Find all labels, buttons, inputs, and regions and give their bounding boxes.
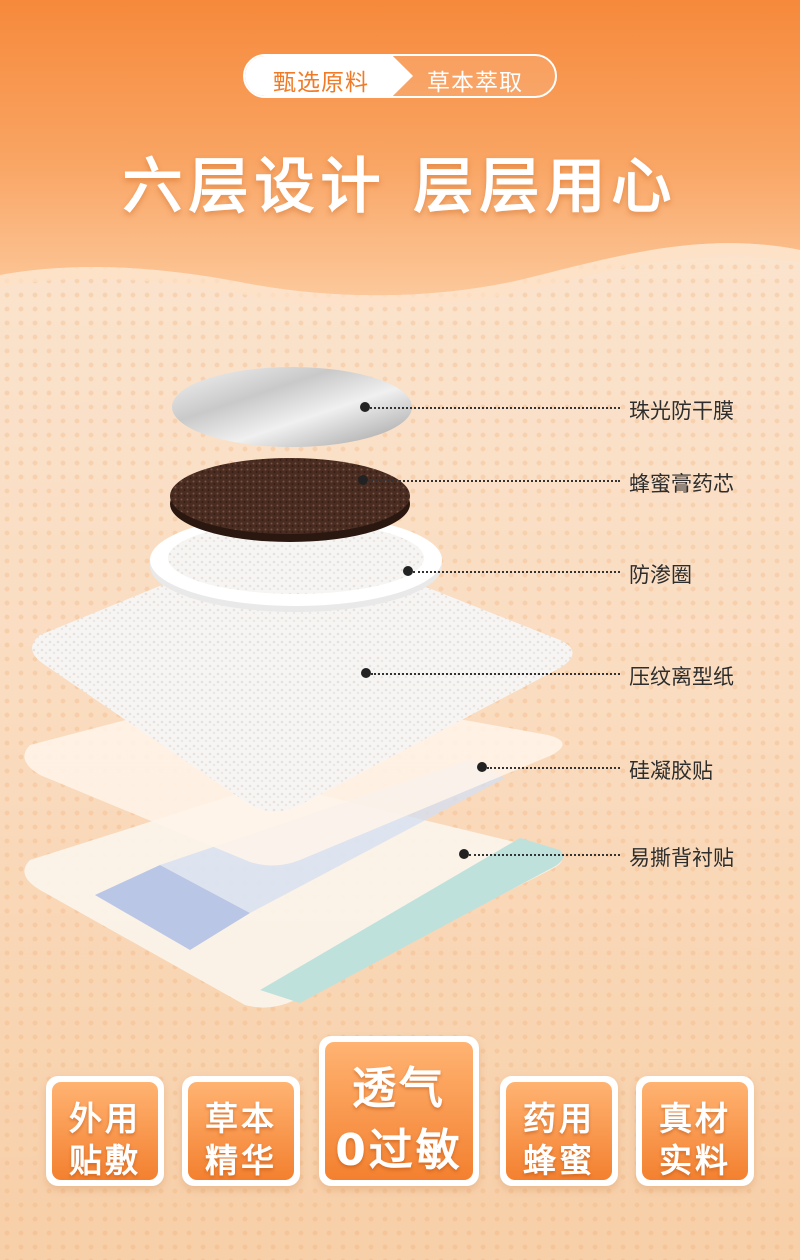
callout-dot [459, 849, 469, 859]
embossed-release-paper-layer [32, 539, 573, 812]
layer-label-silicone-gel: 硅凝胶贴 [629, 759, 713, 783]
layer-label-release-paper: 压纹离型纸 [629, 665, 734, 689]
pearl-film-layer [172, 367, 412, 447]
feature-badge: 草本 精华 [182, 1076, 300, 1186]
honey-plaster-core-layer [170, 458, 410, 542]
callout-line [487, 767, 620, 769]
pill-left-text: 甄选原料 [273, 70, 369, 96]
callout-dot [360, 402, 370, 412]
feature-line2: 蜂蜜 [523, 1141, 595, 1180]
pill-left-segment: 甄选原料 [245, 56, 413, 96]
feature-line1: 真材 [659, 1099, 731, 1138]
feature-line2: 精华 [205, 1141, 277, 1180]
callout-dot [477, 762, 487, 772]
callout-line [371, 673, 620, 675]
feature-line1: 草本 [205, 1099, 277, 1138]
layer-label-honey-core: 蜂蜜膏药芯 [629, 472, 734, 496]
feature-line1: 透气 [352, 1063, 446, 1114]
callout-dot [358, 475, 368, 485]
anti-seepage-ring-layer [150, 514, 442, 612]
feature-badge-highlight: 透气 0过敏 [319, 1036, 479, 1186]
feature-badge: 外用 贴敷 [46, 1076, 164, 1186]
callout-dot [403, 566, 413, 576]
page-title: 六层设计 层层用心 [122, 152, 678, 222]
layer-label-backing-liner: 易撕背衬贴 [629, 846, 734, 870]
layer-diagram [24, 367, 573, 1008]
feature-badge: 药用 蜂蜜 [500, 1076, 618, 1186]
feature-line2: 0过敏 [335, 1125, 463, 1176]
callout-line [370, 407, 620, 409]
header-wave-band [0, 0, 800, 308]
feature-line2: 贴敷 [69, 1141, 141, 1180]
layer-label-pearl-film: 珠光防干膜 [629, 399, 734, 423]
feature-line1: 外用 [69, 1099, 141, 1138]
feature-badge: 真材 实料 [636, 1076, 754, 1186]
feature-line2: 实料 [659, 1141, 731, 1180]
pill-right-text: 草本萃取 [427, 70, 523, 96]
callout-dot [361, 668, 371, 678]
callout-line [469, 854, 620, 856]
tagline-pill: 甄选原料 草本萃取 [243, 54, 557, 98]
callout-line [413, 571, 620, 573]
layer-label-seepage-ring: 防渗圈 [629, 563, 692, 587]
feature-line1: 药用 [523, 1099, 595, 1138]
callout-line [368, 480, 620, 482]
